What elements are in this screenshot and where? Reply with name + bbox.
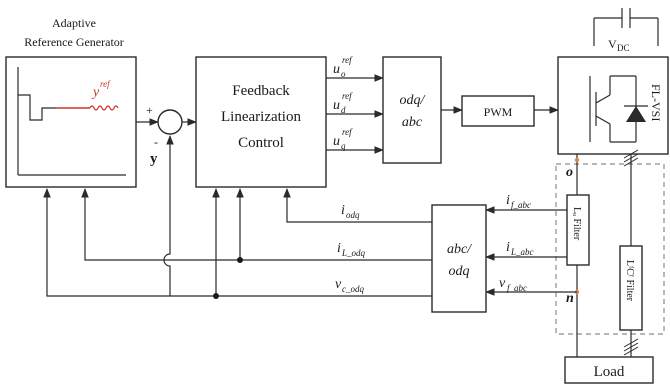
reference-plot-axes-icon bbox=[17, 67, 126, 176]
abc-odq-block bbox=[431, 204, 487, 313]
vdc-subscript: DC bbox=[617, 43, 630, 53]
lo-filter-label: Lₒ Filter bbox=[571, 207, 582, 241]
wire-il-odq bbox=[81, 188, 432, 261]
vc-odq-sub: c_odq bbox=[342, 284, 364, 294]
inverter-block bbox=[557, 56, 669, 155]
uq-ref-label: u bbox=[333, 134, 340, 149]
node-o-label: o bbox=[566, 165, 573, 180]
lfcf-filter-label: LᶠCᶠ Filter bbox=[624, 260, 635, 302]
ud-ref-sub: d bbox=[341, 105, 346, 115]
lo-filter-block bbox=[566, 194, 590, 266]
filter-boundary bbox=[555, 163, 665, 335]
generator-y-ref: y bbox=[91, 85, 100, 100]
reference-ripple bbox=[89, 105, 119, 111]
if-abc-label: i bbox=[506, 193, 510, 208]
abc-odq-label-1: abc/ bbox=[447, 242, 472, 257]
reference-generator-block bbox=[5, 56, 137, 188]
vf-abc-sub: f_abc bbox=[507, 283, 527, 293]
pwm-label: PWM bbox=[484, 105, 513, 119]
odq-abc-block bbox=[382, 56, 442, 164]
i-odq-label: i bbox=[341, 203, 345, 218]
uo-ref-sub: o bbox=[341, 69, 346, 79]
flc-label-1: Feedback bbox=[232, 83, 290, 99]
uq-ref-sub: q bbox=[341, 141, 346, 151]
generator-y-ref-superscript: ref bbox=[100, 79, 111, 89]
abc-odq-label-2: odq bbox=[449, 264, 470, 279]
inverter-label: FL-VSI bbox=[649, 84, 663, 121]
uo-ref-sup: ref bbox=[342, 55, 353, 65]
flc-label-2: Linearization bbox=[221, 109, 301, 125]
vf-abc-label: v bbox=[499, 276, 506, 291]
dc-capacitor-icon bbox=[593, 8, 659, 46]
three-phase-hash-icon-2 bbox=[623, 338, 639, 356]
diode-icon bbox=[624, 76, 648, 142]
i-odq-sub: odq bbox=[346, 210, 360, 220]
vc-odq-label: v bbox=[335, 277, 342, 292]
odq-abc-label-1: odq/ bbox=[400, 93, 426, 108]
three-phase-hash-icon bbox=[623, 149, 639, 167]
junction-dot-1 bbox=[237, 257, 243, 263]
il-abc-sub: L_abc bbox=[510, 247, 534, 257]
wire-vc-odq bbox=[43, 188, 432, 297]
igbt-switch-icon bbox=[589, 75, 636, 143]
load-label: Load bbox=[594, 364, 625, 380]
junction-dot-2 bbox=[213, 293, 219, 299]
il-odq-label: i bbox=[337, 241, 341, 256]
uo-ref-label: u bbox=[333, 62, 340, 77]
flc-label-3: Control bbox=[238, 135, 284, 151]
pwm-block bbox=[461, 95, 535, 127]
feedback-y-label: y bbox=[150, 151, 158, 167]
generator-title-line1: Adaptive bbox=[52, 16, 96, 30]
wire-i-odq bbox=[283, 188, 432, 223]
wire-y-branch bbox=[163, 170, 171, 296]
summing-junction bbox=[157, 109, 183, 135]
flc-block bbox=[195, 56, 327, 188]
if-abc-sub: f_abc bbox=[511, 200, 531, 210]
load-block bbox=[564, 356, 654, 384]
node-o-marker bbox=[574, 157, 580, 163]
il-abc-label: i bbox=[506, 240, 510, 255]
node-n-label: n bbox=[566, 291, 574, 306]
sum-plus-sign: + bbox=[146, 103, 153, 117]
vdc-label: V bbox=[608, 37, 617, 51]
odq-abc-label-2: abc bbox=[402, 115, 423, 130]
ud-ref-sup: ref bbox=[342, 91, 353, 101]
generator-title-line2: Reference Generator bbox=[24, 35, 124, 49]
uq-ref-sup: ref bbox=[342, 127, 353, 137]
ud-ref-label: u bbox=[333, 98, 340, 113]
il-odq-sub: L_odq bbox=[341, 248, 366, 258]
sum-minus-sign: - bbox=[154, 135, 158, 149]
